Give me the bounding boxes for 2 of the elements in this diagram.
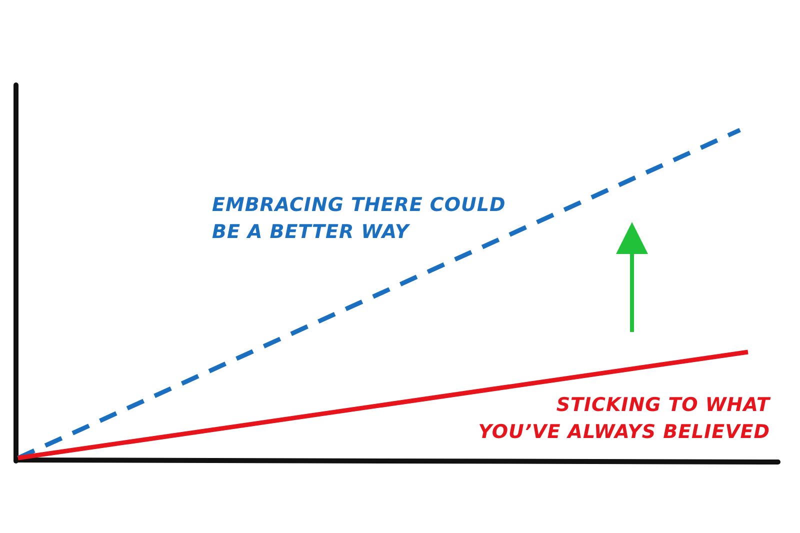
chart-annotation: STICKING TO WHAT YOU’VE ALWAYS BELIEVED xyxy=(477,393,770,445)
chart-annotation: EMBRACING THERE COULD BE A BETTER WAY xyxy=(212,193,507,245)
